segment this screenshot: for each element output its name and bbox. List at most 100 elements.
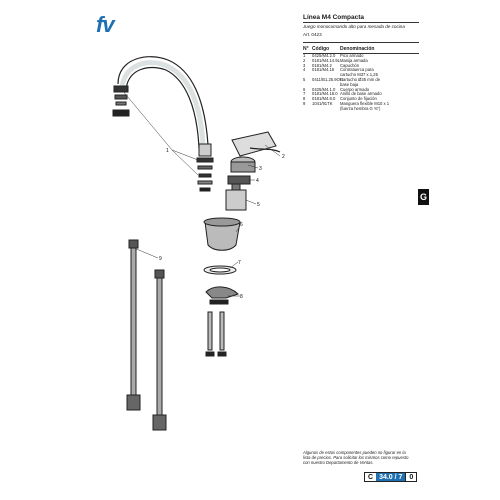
title-rule <box>303 22 419 23</box>
spout-ring <box>197 165 213 170</box>
callout-label: 6 <box>240 222 243 228</box>
part-number: 1 <box>303 53 306 58</box>
page-badge-number: 34.0 / 7 <box>376 473 406 481</box>
fixing-stud <box>219 311 225 351</box>
spout-ring <box>199 187 211 192</box>
aerator <box>113 85 129 93</box>
callout-leaders <box>121 89 281 297</box>
parts-row: 6 0425/M4.1.0 Cuerpo armado <box>303 86 419 93</box>
locknut <box>227 175 251 185</box>
cartridge <box>225 189 247 211</box>
aerator-ring <box>114 94 128 100</box>
part-code: 0411/B1.25.9OH <box>312 76 343 82</box>
footnote-line: lista de precios. Para solicitar los mis… <box>303 455 409 460</box>
handle <box>231 131 277 157</box>
cartridge-stem <box>231 183 241 191</box>
part-description-line: Capuchón <box>340 62 360 68</box>
header-code: Código <box>312 46 330 52</box>
fixing-stud <box>207 311 213 351</box>
part-description: Manguera flexible M10 x 1(fuerza hembra … <box>340 100 419 112</box>
spout-ring <box>198 173 212 178</box>
handle-lever <box>249 147 281 153</box>
callout-label: 2 <box>282 154 285 160</box>
document-header: Línea M4 Compacta Juego monocomando alto… <box>303 14 419 38</box>
spout-outline <box>117 56 209 146</box>
fixing-washer <box>205 286 239 299</box>
fixing-nut <box>205 351 215 357</box>
part-description: Conjunto de fijación <box>340 96 419 102</box>
part-code: 0181/M4.16.0 <box>312 91 338 97</box>
part-description-line: Anillo de base armado <box>340 91 382 97</box>
part-number: 2 <box>303 57 306 63</box>
fv-logo-icon: fv <box>96 12 115 37</box>
spout-base <box>198 143 212 157</box>
flexible-hose-right <box>152 269 167 431</box>
callout-label: 8 <box>240 294 243 300</box>
part-description: Anillo de base armado <box>340 92 419 97</box>
page-subtitle: Juego monocomando alto para mesada de co… <box>303 24 405 29</box>
section-tab: G <box>418 189 429 205</box>
part-description: Manija armada <box>340 57 419 64</box>
aerator-insert <box>112 109 130 117</box>
part-number: 7 <box>303 91 306 97</box>
part-number: 4 <box>303 67 306 73</box>
spout-outline <box>125 66 200 149</box>
brand-logo: fv <box>96 12 130 40</box>
header-rule <box>303 42 419 43</box>
part-code: 0425/M4.2.0 <box>312 53 336 58</box>
callout-label: 7 <box>238 260 241 266</box>
part-description: Pico armado <box>340 53 419 59</box>
part-code: 0181/M4.2 <box>312 62 332 68</box>
part-description-line: Conjunto de fijación <box>340 96 377 102</box>
part-number: 9 <box>303 100 306 106</box>
page-badge: C 34.0 / 7 0 <box>364 472 418 482</box>
callout-label: 5 <box>257 202 260 208</box>
parts-table: N° Código Denominación 1 0425/M4.2.0 Pico … <box>303 46 419 112</box>
part-description: Cuerpo armado <box>340 87 419 93</box>
page-badge-letter: C <box>365 473 377 481</box>
callout-label: 1 <box>166 148 169 154</box>
cap-body <box>230 161 256 173</box>
page-badge-revision: 0 <box>405 473 417 481</box>
part-description-line: Manija armada <box>340 57 368 63</box>
header-number: N° <box>303 46 309 52</box>
fixing-nut <box>209 299 229 305</box>
aerator-ring <box>115 101 127 106</box>
parts-row: 8 0181/M4.8.0 Conjunto de fijación <box>303 96 419 102</box>
part-code: 0181/M4.8.0 <box>312 96 336 102</box>
body <box>204 221 241 251</box>
footnote-line: con nuestro Departamento de Ventas. <box>303 460 374 465</box>
article-number: Art. 0423 <box>303 32 322 37</box>
part-number: 5 <box>303 76 306 82</box>
callout-label: 3 <box>259 166 262 172</box>
part-description-line: Contratuerca para <box>340 67 374 73</box>
parts-row: 1 0425/M4.2.0 Pico armado <box>303 53 419 59</box>
callout-label: 4 <box>256 178 259 184</box>
callout-labels: 1 2 3 4 5 6 7 8 9 <box>159 148 285 300</box>
base-ring-inner <box>209 267 231 273</box>
fixing-nut <box>217 351 227 357</box>
header-description: Denominación <box>340 46 375 52</box>
callout-label: 9 <box>159 256 162 262</box>
part-description-line: Manguera flexible M10 x 1 <box>340 100 390 106</box>
page-title: Línea M4 Compacta <box>303 14 365 21</box>
part-description-line: Pico armado <box>340 53 364 58</box>
part-code: 0181/M4.16 <box>312 67 335 73</box>
part-description-line: (fuerza hembra G ⅜") <box>340 105 381 111</box>
spout-fill <box>119 60 206 147</box>
part-description-line: cartucho M37 x 1,25 <box>340 72 378 78</box>
part-code: 0425/M4.1.0 <box>312 86 336 92</box>
spout-ring <box>196 157 214 163</box>
part-number: 8 <box>303 96 306 102</box>
spout-ring <box>197 180 213 185</box>
part-description-line: Cartucho Ø35 mm de <box>340 76 381 82</box>
part-number: 6 <box>303 86 306 92</box>
footnote: Algunos de estos componentes pueden no f… <box>303 450 431 465</box>
